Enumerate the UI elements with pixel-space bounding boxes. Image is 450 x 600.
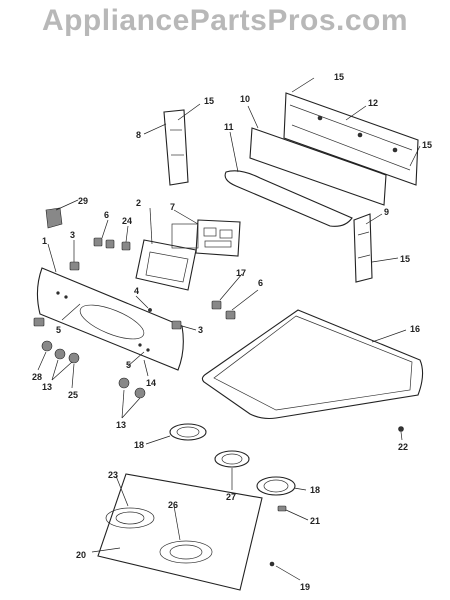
electronic-control (195, 219, 241, 257)
callout-3: 3 (70, 230, 75, 240)
screw-4 (148, 308, 152, 312)
callout-16: 16 (410, 324, 420, 334)
callout-28: 28 (32, 372, 42, 382)
burner-box (97, 473, 263, 591)
callout-5b: 5 (126, 360, 131, 370)
small-parts (269, 426, 404, 567)
surface-element-27 (214, 450, 250, 468)
callout-15d: 15 (400, 254, 410, 264)
trim-strip (224, 170, 353, 227)
callout-13b: 13 (116, 420, 126, 430)
switch-knob (33, 237, 236, 330)
callout-27: 27 (226, 492, 236, 502)
callout-24: 24 (122, 216, 132, 226)
surface-knobs (41, 340, 146, 399)
callout-15: 15 (334, 72, 344, 82)
callout-15b: 15 (204, 96, 214, 106)
site-watermark: AppliancePartsPros.com (41, 4, 409, 37)
callout-6: 6 (104, 210, 109, 220)
callout-2: 2 (136, 198, 141, 208)
callout-10: 10 (240, 94, 250, 104)
backguard-assembly (249, 92, 419, 206)
control-panel (36, 267, 184, 371)
leader-lines (37, 77, 421, 581)
callout-8: 8 (136, 130, 141, 140)
callout-17: 17 (236, 268, 246, 278)
callout-23: 23 (108, 470, 118, 480)
surface-element-18b (256, 476, 296, 496)
callout-29: 29 (78, 196, 88, 206)
callout-14: 14 (146, 378, 156, 388)
callout-11: 11 (224, 122, 234, 132)
callout-18: 18 (134, 440, 144, 450)
callout-18b: 18 (310, 485, 320, 495)
callout-3b: 3 (198, 325, 203, 335)
callout-19: 19 (300, 582, 310, 592)
callout-26: 26 (168, 500, 178, 510)
callout-9: 9 (384, 207, 389, 217)
surface-element-18a (169, 423, 207, 441)
callout-22: 22 (398, 442, 408, 452)
callout-5: 5 (56, 325, 61, 335)
part-callouts: 1 2 3 3 4 5 5 6 6 7 8 9 10 11 12 13 13 1… (32, 72, 432, 592)
callout-12: 12 (368, 98, 378, 108)
callout-4: 4 (134, 286, 139, 296)
callout-20: 20 (76, 550, 86, 560)
small-overlay (171, 223, 199, 249)
callout-21: 21 (310, 516, 320, 526)
side-bracket-right (353, 213, 373, 283)
callout-1: 1 (42, 236, 47, 246)
callout-13: 13 (42, 382, 52, 392)
control-overlay (135, 239, 197, 291)
main-top (201, 309, 424, 420)
callout-25: 25 (68, 390, 78, 400)
side-bracket-left (163, 109, 189, 186)
callout-7: 7 (170, 202, 175, 212)
callout-15c: 15 (422, 140, 432, 150)
end-cap-29 (45, 207, 63, 229)
callout-6b: 6 (258, 278, 263, 288)
